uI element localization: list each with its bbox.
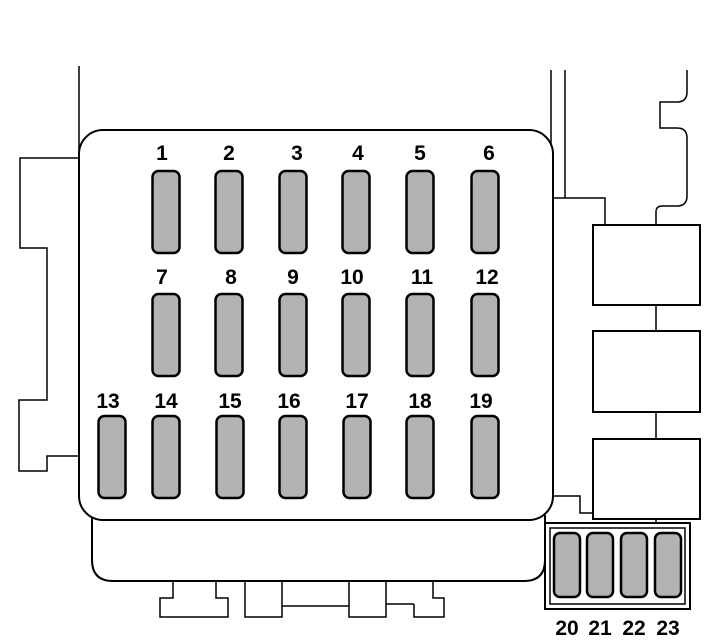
fuse-label: 18 <box>408 390 432 413</box>
fuse-label: 21 <box>588 617 612 640</box>
relay-1[interactable] <box>592 224 701 306</box>
housing-right-bracket <box>655 70 688 225</box>
bottom-connector-1 <box>159 581 229 618</box>
fuse-19[interactable] <box>470 414 500 500</box>
fuse-2[interactable] <box>214 169 244 255</box>
fuse-7[interactable] <box>151 292 181 378</box>
fuse-8[interactable] <box>214 292 244 378</box>
fuse-14[interactable] <box>151 414 181 500</box>
lower-tray <box>91 515 546 582</box>
fuse-21[interactable] <box>585 531 615 599</box>
fuse-6[interactable] <box>470 169 500 255</box>
fuse-label: 20 <box>555 617 578 640</box>
fuse-13[interactable] <box>97 414 127 500</box>
bottom-connector-2 <box>244 581 349 618</box>
fuse-17[interactable] <box>342 414 372 500</box>
fuse-label: 1 <box>156 142 168 165</box>
fuse-label: 15 <box>218 390 242 413</box>
fuse-10[interactable] <box>341 292 371 378</box>
fuse-18[interactable] <box>405 414 435 500</box>
fuse-22[interactable] <box>619 531 649 599</box>
fuse-label: 4 <box>352 142 364 165</box>
fuse-label: 3 <box>291 142 303 165</box>
fuse-9[interactable] <box>278 292 308 378</box>
fuse-23[interactable] <box>653 531 683 599</box>
fuse-16[interactable] <box>278 414 308 500</box>
relay-2[interactable] <box>592 330 701 413</box>
fuse-label: 14 <box>154 390 178 413</box>
fuse-label: 12 <box>475 266 498 289</box>
fuse-4[interactable] <box>341 169 371 255</box>
fuse-label: 8 <box>225 266 237 289</box>
relay-3[interactable] <box>592 438 701 520</box>
fuse-20[interactable] <box>552 531 582 599</box>
fuse-label: 5 <box>414 142 426 165</box>
housing-left-outline <box>18 66 80 472</box>
fuse-label: 16 <box>277 390 300 413</box>
fuse-15[interactable] <box>215 414 245 500</box>
fuse-label: 7 <box>156 266 168 289</box>
fuse-1[interactable] <box>151 169 181 255</box>
fuse-label: 13 <box>96 390 119 413</box>
fuse-label: 22 <box>622 617 645 640</box>
fuse-label: 23 <box>656 617 679 640</box>
fuse-3[interactable] <box>278 169 308 255</box>
bottom-connector-3 <box>348 581 414 618</box>
fuse-label: 19 <box>469 390 492 413</box>
fuse-11[interactable] <box>405 292 435 378</box>
sub-fuse-panel-inner <box>549 527 686 605</box>
fuse-label: 11 <box>411 266 434 289</box>
fuse-5[interactable] <box>405 169 435 255</box>
fuse-label: 9 <box>287 266 299 289</box>
fuse-label: 6 <box>483 142 495 165</box>
fuse-label: 10 <box>340 266 363 289</box>
fuse-12[interactable] <box>470 292 500 378</box>
bottom-connector-4 <box>413 581 445 618</box>
fuse-label: 2 <box>223 142 235 165</box>
fuse-label: 17 <box>345 390 368 413</box>
